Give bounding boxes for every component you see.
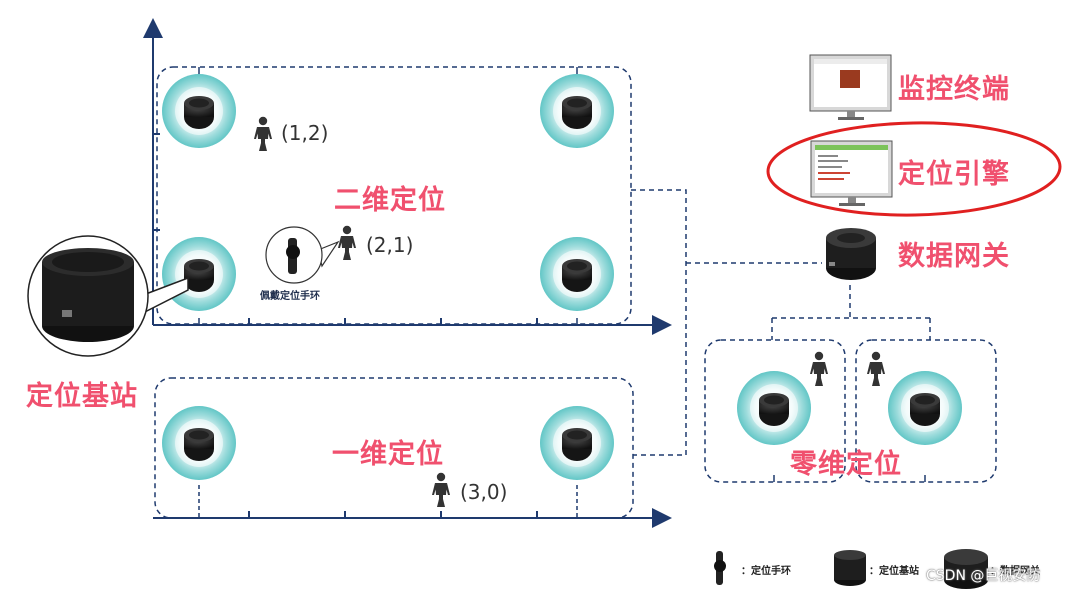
zero-d-zone-label: 零维定位 bbox=[790, 449, 902, 480]
one-d-zone-box bbox=[154, 377, 634, 519]
legend-gateway-icon bbox=[944, 549, 988, 589]
zero-d-zone-box-left bbox=[704, 339, 846, 483]
watermark: CSDN @巨视安防 bbox=[926, 568, 1041, 584]
engine-highlight-ring bbox=[766, 121, 1062, 217]
person-icon bbox=[254, 116, 272, 151]
legend-gateway-label: ：数据网关 bbox=[990, 566, 1040, 577]
base-station-icon bbox=[888, 371, 962, 445]
person-icon bbox=[867, 351, 885, 386]
data-gateway-label: 数据网关 bbox=[898, 241, 1010, 272]
base-station-icon bbox=[162, 406, 236, 480]
two-d-zone-box bbox=[156, 66, 632, 325]
positioning-engine-icon bbox=[810, 140, 893, 206]
two-d-zone-label: 二维定位 bbox=[334, 185, 446, 216]
two-d-axes bbox=[143, 18, 672, 335]
coordinate-label: (3,0) bbox=[460, 480, 508, 504]
legend-base-station-label: ：定位基站 bbox=[869, 566, 919, 577]
person-icon bbox=[338, 225, 356, 260]
base-station-icon bbox=[162, 74, 236, 148]
base-station-icon bbox=[737, 371, 811, 445]
base-station-icon bbox=[540, 237, 614, 311]
one-d-axis bbox=[153, 508, 672, 528]
base-station-icon bbox=[540, 74, 614, 148]
network-links bbox=[631, 189, 931, 456]
wristband-callout bbox=[265, 226, 340, 284]
zero-d-zone-box-right bbox=[855, 339, 997, 483]
positioning-engine-label: 定位引擎 bbox=[898, 159, 1010, 190]
one-d-zone-label: 一维定位 bbox=[332, 439, 444, 470]
coordinate-label: (2,1) bbox=[366, 233, 414, 257]
monitor-terminal-icon bbox=[809, 54, 892, 120]
coordinate-label: (1,2) bbox=[281, 121, 329, 145]
legend-wristband-icon bbox=[714, 551, 726, 585]
base-station-callout bbox=[27, 235, 189, 357]
data-gateway-icon bbox=[826, 228, 876, 280]
person-icon bbox=[432, 472, 450, 507]
wristband-caption: 佩戴定位手环 bbox=[260, 291, 320, 302]
person-icon bbox=[810, 351, 828, 386]
legend-base-station-icon bbox=[834, 550, 866, 586]
base-station-icon bbox=[540, 406, 614, 480]
box-ticks bbox=[198, 67, 926, 518]
monitor-terminal-label: 监控终端 bbox=[898, 74, 1010, 105]
base-station-label: 定位基站 bbox=[26, 381, 138, 412]
legend-wristband-label: ：定位手环 bbox=[741, 566, 791, 577]
base-station-icon bbox=[162, 237, 236, 311]
